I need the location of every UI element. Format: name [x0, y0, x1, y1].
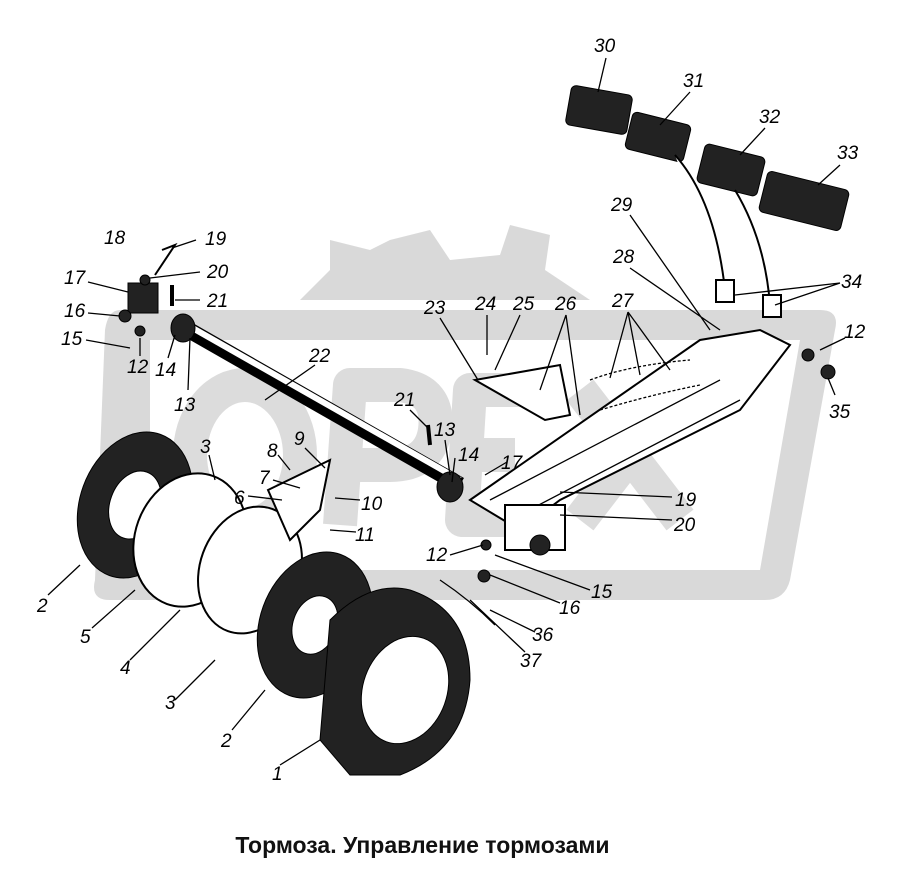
callout-labels: 30 31 32 33 29 28 34 12 35 27 26 25 24 2… — [36, 36, 866, 785]
callout: 30 — [594, 36, 616, 57]
callout: 13 — [174, 395, 196, 416]
callout: 1 — [272, 764, 283, 785]
callout: 14 — [458, 445, 479, 466]
callout: 14 — [155, 360, 176, 381]
callout: 29 — [610, 195, 633, 216]
callout: 36 — [532, 625, 554, 646]
callout: 35 — [829, 402, 851, 423]
leader-lines — [47, 57, 846, 766]
callout: 20 — [673, 515, 696, 536]
callout: 28 — [612, 247, 635, 268]
callout: 26 — [554, 294, 577, 315]
callout: 11 — [355, 525, 375, 546]
callout: 23 — [423, 298, 446, 319]
callout: 31 — [683, 71, 704, 92]
callout: 15 — [591, 582, 613, 603]
callout: 13 — [434, 420, 456, 441]
callout: 10 — [361, 494, 383, 515]
callout: 17 — [64, 268, 87, 289]
callout: 21 — [206, 291, 228, 312]
callout: 3 — [200, 437, 211, 458]
callout: 16 — [559, 598, 581, 619]
callout: 5 — [80, 627, 91, 648]
callout: 12 — [426, 545, 448, 566]
callout: 20 — [206, 262, 229, 283]
callout: 7 — [259, 468, 271, 489]
pedals — [565, 85, 850, 318]
pedal-levers — [468, 328, 792, 556]
callout: 37 — [520, 651, 543, 672]
callout: 9 — [294, 429, 305, 450]
callout: 21 — [393, 390, 415, 411]
brake-assembly — [76, 431, 496, 776]
cross-shaft — [170, 313, 464, 503]
callout: 15 — [61, 329, 83, 350]
diagram-caption: Тормоза. Управление тормозами — [235, 832, 610, 858]
callout: 2 — [220, 731, 232, 752]
callout: 34 — [841, 272, 862, 293]
callout: 25 — [512, 294, 535, 315]
callout: 2 — [36, 596, 48, 617]
callout: 19 — [205, 229, 227, 250]
callout: 22 — [308, 346, 331, 367]
callout: 18 — [104, 228, 126, 249]
callout: 8 — [267, 441, 278, 462]
callout: 17 — [501, 453, 524, 474]
callout: 32 — [759, 107, 781, 128]
callout: 27 — [611, 291, 635, 312]
callout: 4 — [120, 658, 131, 679]
callout: 19 — [675, 490, 697, 511]
callout: 24 — [474, 294, 496, 315]
callout: 12 — [127, 357, 149, 378]
small-parts — [118, 242, 836, 583]
callout: 33 — [837, 143, 859, 164]
callout: 16 — [64, 301, 86, 322]
callout: 6 — [234, 488, 245, 509]
callout: 12 — [844, 322, 866, 343]
callout: 3 — [165, 693, 176, 714]
